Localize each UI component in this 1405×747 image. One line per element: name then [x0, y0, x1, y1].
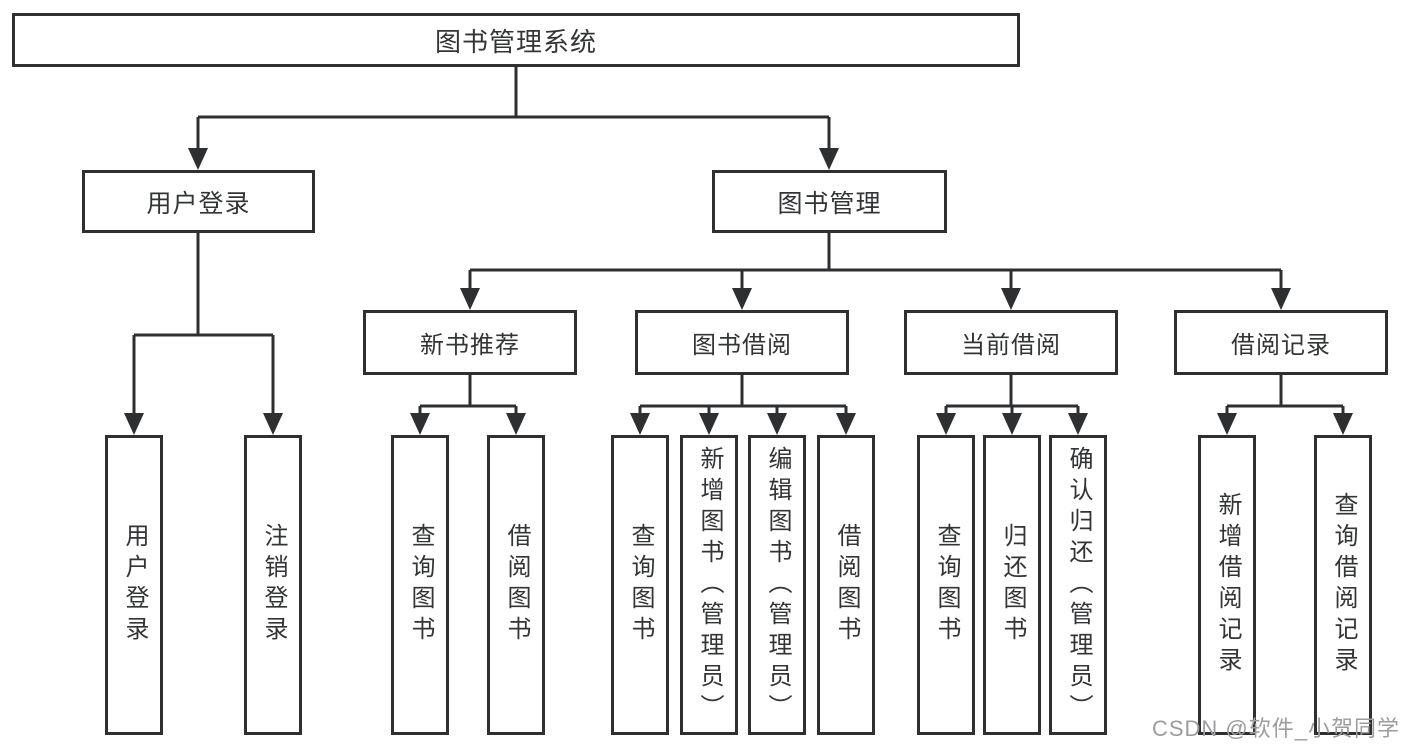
node-label: 新书推荐 [420, 332, 520, 359]
node-label: 查询图书 [627, 523, 654, 647]
edge-bookmgmt-to-level3 [460, 233, 1291, 310]
leaf-return-books: 归还图书 [983, 435, 1041, 735]
node-label: 借阅记录 [1231, 332, 1331, 359]
node-label: 注销登录 [260, 523, 287, 647]
leaf-query-books-1: 查询图书 [391, 435, 449, 735]
node-label: 新增图书（管理员） [696, 445, 723, 725]
node-label: 编辑图书（管理员） [764, 445, 791, 725]
leaf-query-borrow-record: 查询借阅记录 [1314, 435, 1372, 735]
edge-records-to-leaves [1217, 375, 1353, 435]
node-label: 用户登录 [146, 189, 251, 218]
node-label: 借阅图书 [503, 523, 530, 647]
edge-current-to-leaves [936, 375, 1088, 435]
leaf-query-books-3: 查询图书 [917, 435, 975, 735]
node-label: 查询图书 [407, 523, 434, 647]
edge-newbooks-to-leaves [410, 375, 526, 435]
leaf-confirm-return-admin: 确认归还（管理员） [1049, 435, 1107, 735]
node-label: 图书管理 [777, 189, 882, 218]
node-label: 图书管理系统 [434, 26, 597, 57]
node-label: 查询借阅记录 [1330, 492, 1357, 678]
leaf-edit-books-admin: 编辑图书（管理员） [748, 435, 806, 735]
node-borrow-records: 借阅记录 [1174, 310, 1388, 375]
node-label: 借阅图书 [833, 523, 860, 647]
node-label: 当前借阅 [961, 332, 1061, 359]
edge-root-to-level2 [188, 67, 839, 170]
node-current-borrowing: 当前借阅 [904, 310, 1118, 375]
leaf-logout: 注销登录 [244, 435, 302, 735]
leaf-borrow-books-2: 借阅图书 [817, 435, 875, 735]
edge-borrowing-to-leaves [630, 375, 856, 435]
node-label: 归还图书 [999, 523, 1026, 647]
edge-userlogin-to-leaves [124, 233, 283, 435]
leaf-borrow-books-1: 借阅图书 [487, 435, 545, 735]
leaf-add-books-admin: 新增图书（管理员） [680, 435, 738, 735]
leaf-add-borrow-record: 新增借阅记录 [1198, 435, 1256, 735]
node-label: 图书借阅 [692, 332, 792, 359]
node-user-login: 用户登录 [82, 170, 315, 233]
node-label: 新增借阅记录 [1214, 492, 1241, 678]
node-root-system: 图书管理系统 [12, 13, 1020, 67]
node-new-book-recommend: 新书推荐 [363, 310, 577, 375]
node-book-management: 图书管理 [712, 170, 947, 233]
node-book-borrowing: 图书借阅 [635, 310, 849, 375]
node-label: 确认归还（管理员） [1065, 445, 1092, 725]
node-label: 用户登录 [121, 523, 148, 647]
leaf-user-login: 用户登录 [105, 435, 163, 735]
csdn-watermark: CSDN @软件_小贺同学 [1151, 716, 1400, 741]
leaf-query-books-2: 查询图书 [611, 435, 669, 735]
node-label: 查询图书 [933, 523, 960, 647]
